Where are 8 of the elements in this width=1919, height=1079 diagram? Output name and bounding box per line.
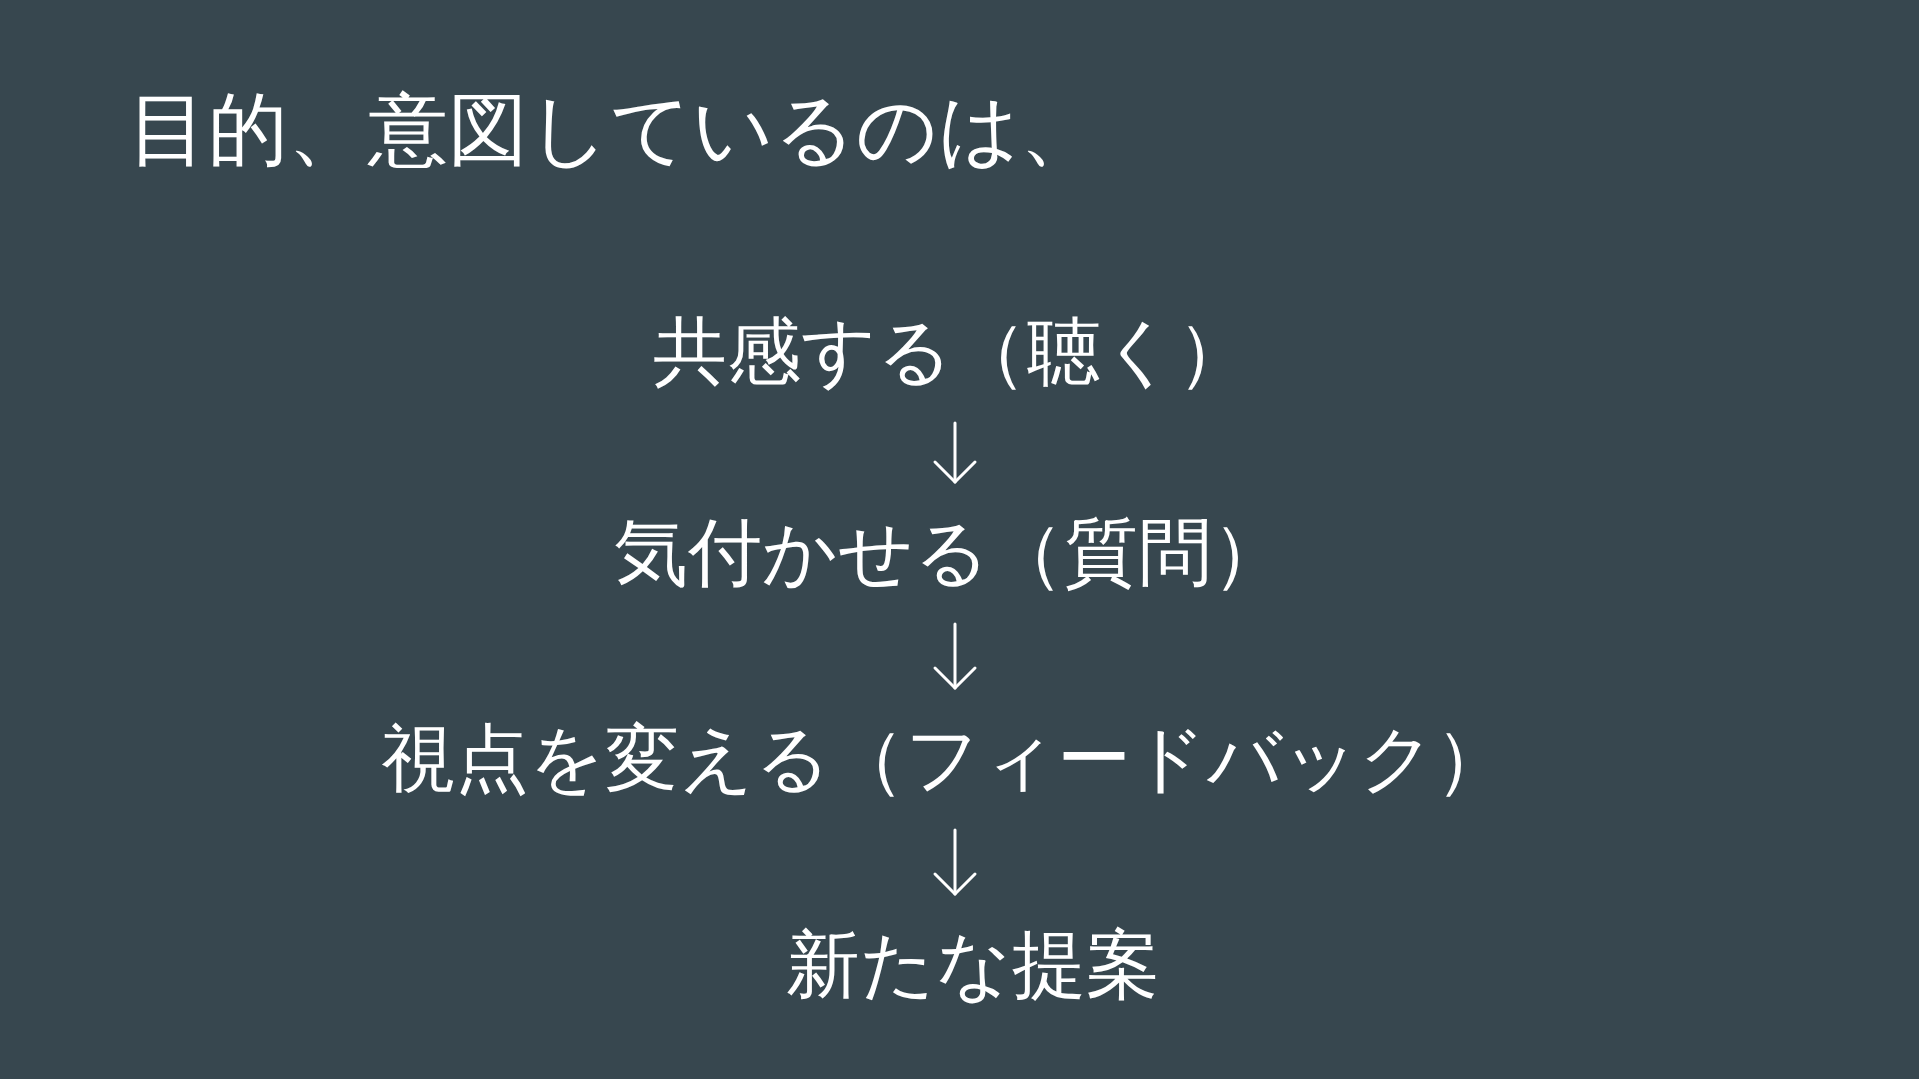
flow-step-text: 共感する（聴く） (653, 287, 1251, 417)
flow-step-text: 新たな提案 (786, 900, 1160, 1030)
flow-step-text: 視点を変える（フィードバック） (381, 694, 1509, 824)
down-arrow (933, 421, 977, 484)
slide-title: 目的、意図しているのは、 (128, 84, 1100, 176)
down-arrow (933, 828, 977, 896)
down-arrow (933, 622, 977, 690)
flow-step-text: 気付かせる（質問） (614, 488, 1286, 618)
